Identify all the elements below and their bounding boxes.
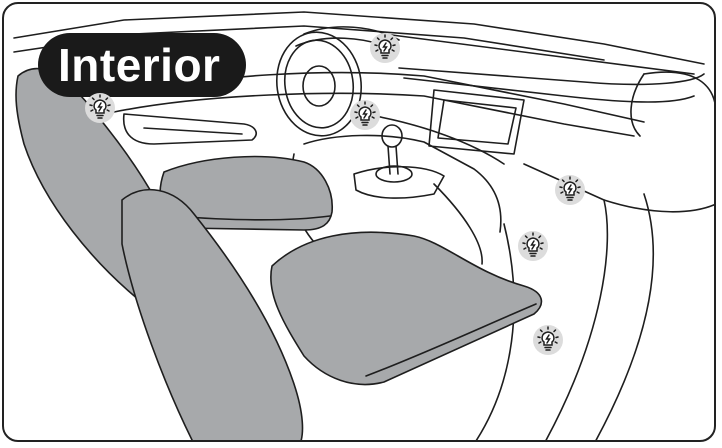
section-title-label: Interior [38,33,246,97]
light-bulb-icon [349,99,381,131]
light-bulb-icon [517,230,549,262]
front-seat-cushion [271,232,542,384]
light-bulb-icon [369,32,401,64]
light-bulb-icon [84,92,116,124]
diagram-frame: Interior [2,2,716,442]
light-bulb-icon [554,174,586,206]
light-bulb-icon [532,324,564,356]
